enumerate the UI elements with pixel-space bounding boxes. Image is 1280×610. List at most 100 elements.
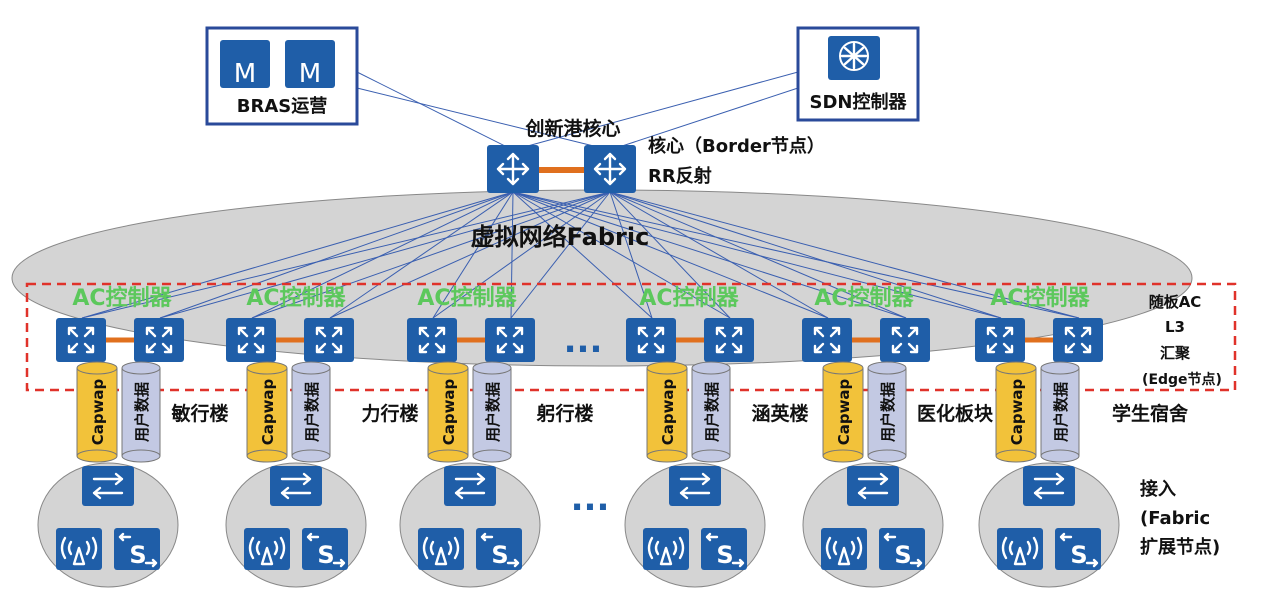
capwap-tunnel: Capwap xyxy=(822,361,864,463)
bras-box: M M BRAS运营 xyxy=(205,26,359,126)
bras-core-line xyxy=(356,87,611,151)
user-data-tunnel: 用户数据 xyxy=(472,361,512,463)
edge-side-label-2: L3 xyxy=(1165,318,1185,336)
access-switch-icon xyxy=(1023,466,1075,506)
core-edge-line xyxy=(329,191,514,319)
core-edge-line xyxy=(81,191,514,319)
user-data-tunnel: 用户数据 xyxy=(691,361,731,463)
core-edge-line xyxy=(432,191,611,319)
stack-switch-icon: S xyxy=(476,528,522,570)
ac-controller-label: AC控制器 xyxy=(639,285,739,311)
switch-letter: S xyxy=(894,541,911,569)
capwap-tunnel: Capwap xyxy=(427,361,469,463)
core-edge-line xyxy=(159,191,611,319)
user-data-tunnel: 用户数据 xyxy=(121,361,161,463)
user-data-tunnel-label: 用户数据 xyxy=(133,382,151,442)
building-label: 敏行楼 xyxy=(170,402,228,425)
user-data-tunnel-label: 用户数据 xyxy=(484,382,502,442)
access-switch-icon xyxy=(82,466,134,506)
fabric-label: 虚拟网络Fabric xyxy=(471,223,650,251)
access-side-label-1: 接入 xyxy=(1140,478,1176,500)
access-group: S xyxy=(997,466,1101,570)
edge-switch-icon xyxy=(704,318,754,362)
core-label: 创新港核心 xyxy=(524,117,620,140)
core-edge-line xyxy=(159,191,514,319)
user-data-tunnel: 用户数据 xyxy=(291,361,331,463)
ac-controller-label: AC控制器 xyxy=(990,285,1090,311)
capwap-tunnel: Capwap xyxy=(246,361,288,463)
user-data-tunnel-label: 用户数据 xyxy=(303,382,321,442)
edge-switch-icon xyxy=(626,318,676,362)
core-edge-line xyxy=(510,191,514,319)
stack-switch-icon: S xyxy=(701,528,747,570)
edge-switch-icon xyxy=(975,318,1025,362)
access-side-label-3: 扩展节点) xyxy=(1140,536,1220,558)
building-label: 医化板块 xyxy=(917,402,994,425)
switch-letter: S xyxy=(129,541,146,569)
core-edge-line xyxy=(512,191,829,319)
core-edge-line xyxy=(609,191,1080,319)
bras-label: BRAS运营 xyxy=(237,95,327,117)
core-edge-line xyxy=(512,191,731,319)
edge-switch-icon xyxy=(56,318,106,362)
edge-side-label-3: 汇聚 xyxy=(1160,344,1191,362)
stack-switch-icon: S xyxy=(1055,528,1101,570)
building-label: 涵英楼 xyxy=(751,402,808,425)
access-switch-icon xyxy=(669,466,721,506)
wireless-ap-icon xyxy=(821,528,867,570)
sdn-core-line xyxy=(512,71,799,151)
wireless-ap-icon xyxy=(56,528,102,570)
capwap-tunnel: Capwap xyxy=(995,361,1037,463)
capwap-tunnel-label: Capwap xyxy=(259,378,277,445)
capwap-tunnel-label: Capwap xyxy=(440,378,458,445)
capwap-tunnel-label: Capwap xyxy=(1008,378,1026,445)
access-switch-icon xyxy=(847,466,899,506)
user-data-tunnel-label: 用户数据 xyxy=(703,382,721,442)
access-switch-icon xyxy=(270,466,322,506)
access-group: S xyxy=(56,466,160,570)
core-switch-right-icon xyxy=(584,145,636,193)
edge-switch-icon xyxy=(304,318,354,362)
access-ellipsis: ... xyxy=(571,479,610,519)
switch-letter: S xyxy=(716,541,733,569)
access-side-label-2: (Fabric xyxy=(1140,508,1210,529)
capwap-tunnel: Capwap xyxy=(646,361,688,463)
stack-switch-icon: S xyxy=(302,528,348,570)
core-edge-line xyxy=(81,191,611,319)
edge-ellipsis: ... xyxy=(564,321,603,361)
router-m-icon xyxy=(285,40,335,88)
core-switch-left-icon xyxy=(487,145,539,193)
edge-side-label-1: 随板AC xyxy=(1149,293,1202,311)
router-m-letter: M xyxy=(299,59,321,89)
core-edge-line xyxy=(609,191,1002,319)
access-group: S xyxy=(244,466,348,570)
core-edge-line xyxy=(512,191,1002,319)
edge-switch-icon xyxy=(1053,318,1103,362)
router-m-letter: M xyxy=(234,59,256,89)
switch-letter: S xyxy=(1070,541,1087,569)
stack-switch-icon: S xyxy=(114,528,160,570)
stack-switch-icon: S xyxy=(879,528,925,570)
capwap-tunnel-label: Capwap xyxy=(659,378,677,445)
ac-controller-label: AC控制器 xyxy=(72,285,172,311)
sdn-label: SDN控制器 xyxy=(810,91,908,113)
bras-core-line xyxy=(356,71,514,151)
access-group: S xyxy=(418,466,522,570)
wireless-ap-icon xyxy=(997,528,1043,570)
building-label: 躬行楼 xyxy=(536,402,593,425)
core-edge-line xyxy=(512,191,653,319)
sdn-box: SDN控制器 xyxy=(796,26,920,122)
edge-switch-icon xyxy=(802,318,852,362)
user-data-tunnel-label: 用户数据 xyxy=(1052,382,1070,442)
ac-controller-label: AC控制器 xyxy=(417,285,517,311)
wireless-ap-icon xyxy=(418,528,464,570)
wireless-ap-icon xyxy=(244,528,290,570)
core-edge-line xyxy=(609,191,829,319)
core-edge-line xyxy=(609,191,653,319)
edge-region-border xyxy=(25,282,1237,392)
